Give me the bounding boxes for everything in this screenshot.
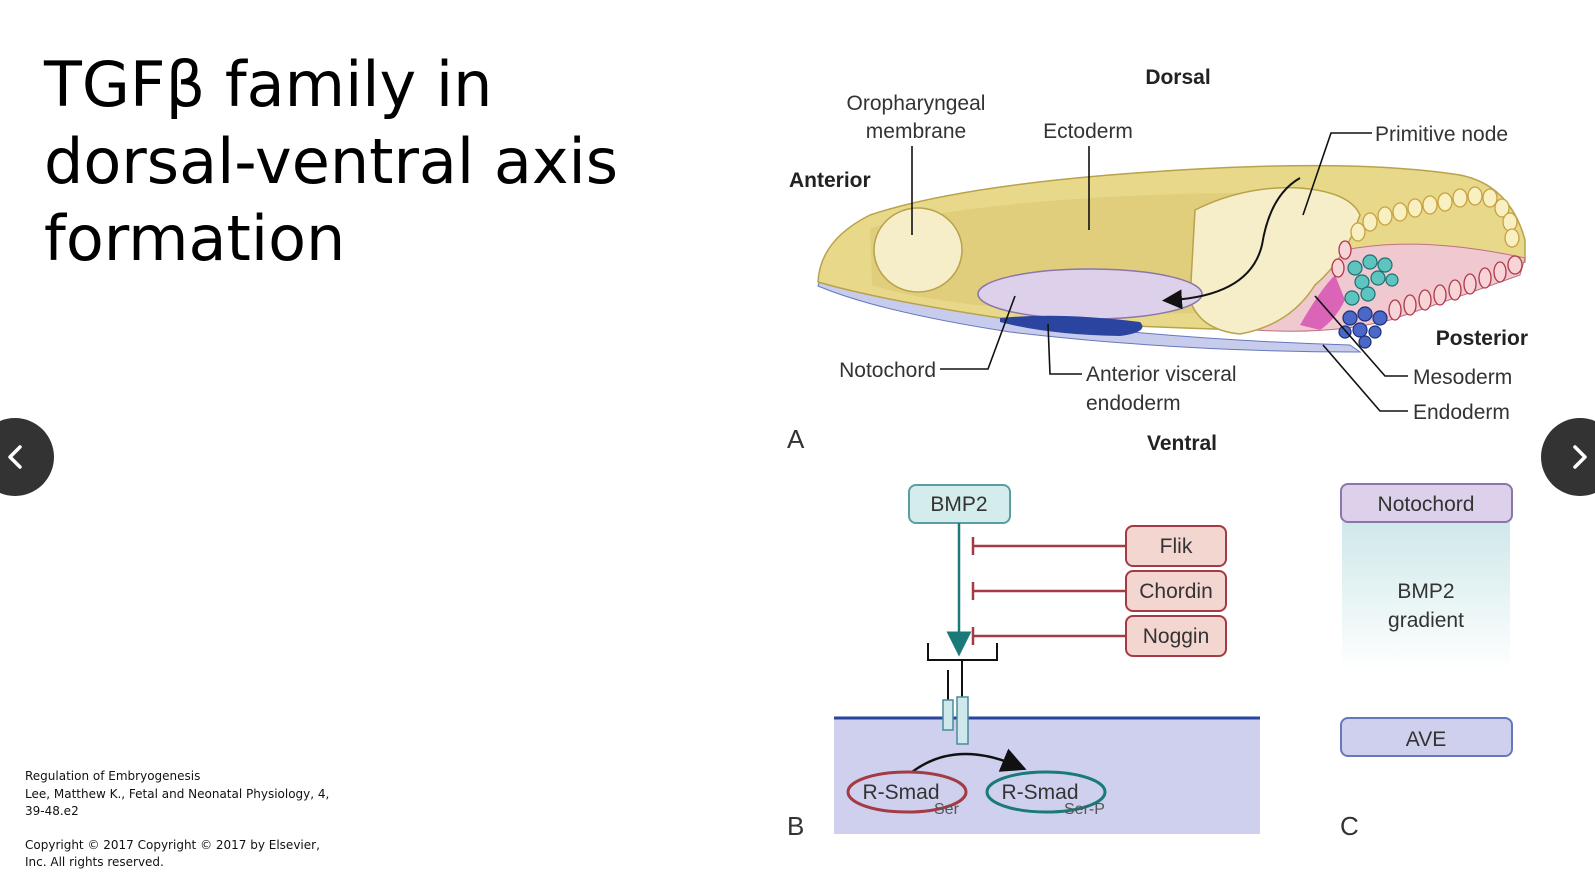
bmp2-label: BMP2	[930, 493, 987, 516]
title-line: formation	[44, 202, 346, 275]
r-smad-unphosphorylated	[846, 770, 968, 814]
label-ventral: Ventral	[1147, 432, 1217, 455]
citation-line: Regulation of Embryogenesis	[25, 769, 201, 783]
cytoplasm	[834, 718, 1260, 834]
notochord-box-label: Notochord	[1378, 493, 1475, 516]
panel-b-letter: B	[787, 811, 804, 841]
label-notochord: Notochord	[839, 359, 936, 382]
prev-slide-button[interactable]	[0, 418, 54, 496]
receptor-ectodomain	[927, 643, 998, 661]
r-smad-right-label: R-Smad	[1001, 781, 1078, 804]
ave-box-label: AVE	[1406, 728, 1446, 751]
label-dorsal: Dorsal	[1145, 66, 1210, 89]
figure-citation: Regulation of Embryogenesis Lee, Matthew…	[25, 768, 355, 872]
noggin-box	[1125, 615, 1227, 657]
chordin-box	[1125, 570, 1227, 612]
receptor-tm-left	[942, 699, 954, 731]
title-line: TGFβ family in	[44, 48, 493, 121]
label-endoderm: Endoderm	[1413, 401, 1510, 424]
panel-a-letter: A	[787, 424, 805, 454]
label-ave-2: endoderm	[1086, 392, 1181, 415]
bmp2-gradient	[1342, 522, 1510, 670]
citation-line: Inc. All rights reserved.	[25, 855, 164, 869]
label-anterior: Anterior	[789, 169, 871, 192]
panel-a: Dorsal Ventral Anterior Posterior Oropha…	[787, 66, 1528, 455]
panel-b: BMP2 Flik Chordin Noggin R-Smad Ser R-Sm…	[787, 484, 1260, 841]
flik-label: Flik	[1160, 535, 1193, 558]
citation-line: Copyright © 2017 Copyright © 2017 by Els…	[25, 837, 320, 852]
label-ave-1: Anterior visceral	[1086, 363, 1237, 386]
notochord-shape	[977, 268, 1203, 320]
citation-line: Lee, Matthew K., Fetal and Neonatal Phys…	[25, 786, 330, 801]
mesoderm-cells	[1344, 254, 1399, 306]
chordin-label: Chordin	[1139, 580, 1213, 603]
label-oropharyngeal-1: Oropharyngeal	[847, 92, 986, 115]
posterior-pink-cells	[1331, 240, 1523, 321]
migration-arrow	[1162, 177, 1301, 310]
label-mesoderm: Mesoderm	[1413, 366, 1512, 389]
chevron-right-icon	[1573, 445, 1587, 469]
anterior-visceral-endoderm	[1000, 315, 1143, 336]
gradient-label-2: gradient	[1388, 609, 1464, 632]
chevron-left-icon	[8, 445, 22, 469]
label-leaders	[911, 132, 1408, 412]
r-smad-right-sub: Ser-P	[1064, 801, 1105, 818]
panel-c-letter: C	[1340, 811, 1359, 841]
title-line: dorsal-ventral axis	[44, 125, 619, 198]
noggin-label: Noggin	[1143, 625, 1210, 648]
next-slide-button[interactable]	[1541, 418, 1595, 496]
embryo-figure: Dorsal Ventral Anterior Posterior Oropha…	[787, 66, 1528, 841]
primitive-streak-cells	[1350, 186, 1520, 248]
label-primitive-node: Primitive node	[1375, 123, 1508, 146]
gradient-label-1: BMP2	[1397, 580, 1454, 603]
oropharyngeal-membrane	[873, 207, 963, 293]
r-smad-left-sub: Ser	[934, 801, 960, 818]
inhibition-lines	[971, 537, 1126, 645]
endoderm-cells	[1338, 306, 1388, 349]
slide-title: TGFβ family in dorsal-ventral axis forma…	[44, 46, 684, 277]
r-smad-left-label: R-Smad	[862, 781, 939, 804]
citation-line: 39-48.e2	[25, 804, 79, 818]
label-posterior: Posterior	[1436, 327, 1528, 350]
r-smad-phosphorylated	[985, 770, 1107, 814]
ave-box	[1340, 717, 1513, 757]
label-ectoderm: Ectoderm	[1043, 120, 1133, 143]
flik-box	[1125, 525, 1227, 567]
panel-c: Notochord BMP2 gradient AVE C	[1340, 483, 1513, 841]
label-oropharyngeal-2: membrane	[866, 120, 966, 143]
phosphorylation-arrow	[911, 748, 1027, 774]
notochord-box	[1340, 483, 1513, 523]
receptor-tm-right	[956, 696, 969, 745]
